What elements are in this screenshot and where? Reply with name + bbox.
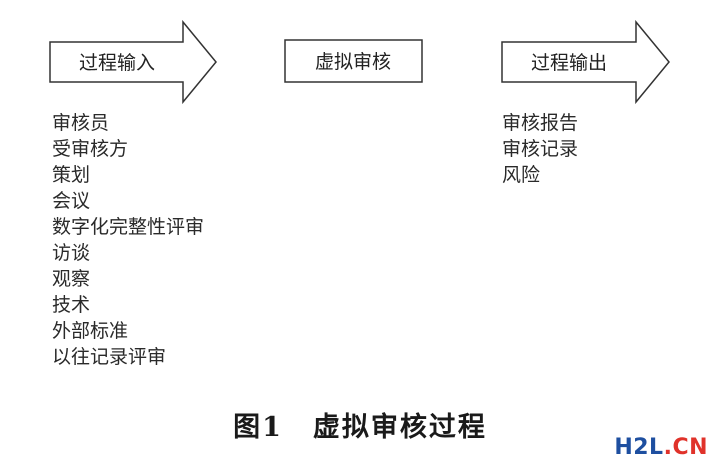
input-item: 审核员 xyxy=(52,112,110,134)
output-item: 风险 xyxy=(502,164,541,186)
input-item: 访谈 xyxy=(52,242,91,264)
process-input-label: 过程输入 xyxy=(79,52,155,74)
figure-number: 图1 xyxy=(233,412,283,443)
figure-caption: 图1 虚拟审核过程 xyxy=(0,405,720,444)
input-item: 外部标准 xyxy=(52,320,129,342)
input-item: 以往记录评审 xyxy=(52,346,167,368)
process-output-node: 过程输出 xyxy=(501,19,670,105)
watermark-main: H2L xyxy=(614,435,664,460)
output-item: 审核报告 xyxy=(502,112,579,134)
figure-title: 虚拟审核过程 xyxy=(312,412,487,443)
process-input-arrow-shape xyxy=(49,19,217,105)
input-item: 策划 xyxy=(52,164,91,186)
virtual-audit-node: 虚拟审核 xyxy=(284,39,423,83)
watermark-dot: . xyxy=(663,435,673,460)
virtual-audit-label: 虚拟审核 xyxy=(315,51,391,73)
input-item: 数字化完整性评审 xyxy=(52,216,205,238)
process-output-label: 过程输出 xyxy=(531,52,607,74)
watermark-tld: CN xyxy=(672,435,708,460)
process-input-node: 过程输入 xyxy=(49,19,217,105)
input-item: 会议 xyxy=(52,190,91,212)
process-output-arrow-shape xyxy=(501,19,670,105)
input-item: 受审核方 xyxy=(52,138,129,160)
input-item: 技术 xyxy=(52,294,91,316)
input-item: 观察 xyxy=(52,268,91,290)
input-items-list: 审核员受审核方策划会议数字化完整性评审访谈观察技术外部标准以往记录评审 xyxy=(52,110,204,370)
output-item: 审核记录 xyxy=(502,138,579,160)
virtual-audit-box-shape xyxy=(284,39,423,83)
watermark-logo: H2L.CN xyxy=(614,435,708,460)
output-items-list: 审核报告审核记录风险 xyxy=(502,110,578,188)
